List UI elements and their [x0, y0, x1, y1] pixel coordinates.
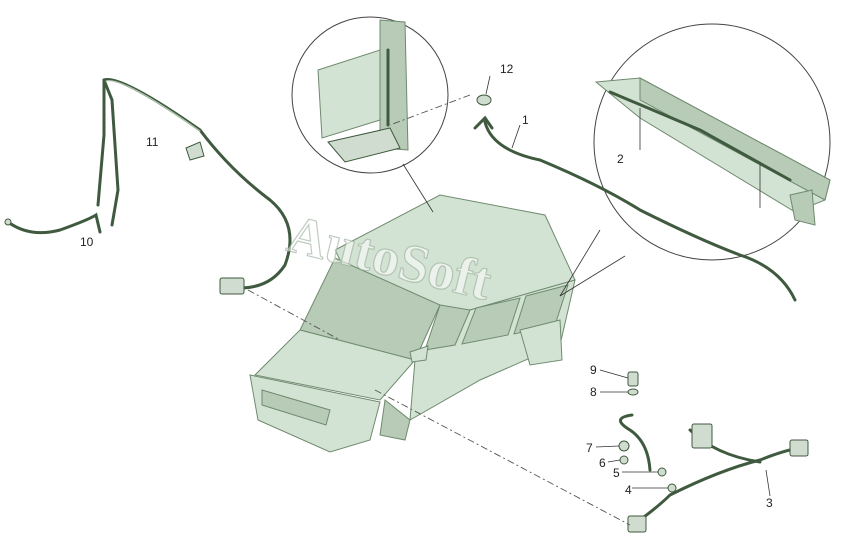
detail-view-pillar [291, 16, 449, 213]
callout-6: 6 [599, 456, 606, 470]
assembly-lines [247, 94, 631, 526]
callout-8: 8 [590, 385, 597, 399]
harness-3 [627, 423, 809, 533]
part-4-clip [667, 483, 677, 493]
harness-10 [4, 212, 102, 235]
callout-5: 5 [613, 466, 620, 480]
part-6-washer [619, 455, 629, 465]
callout-2: 2 [617, 152, 624, 166]
part-12-grommet [476, 75, 492, 106]
callout-1: 1 [522, 113, 529, 127]
part-8-washer [627, 388, 639, 396]
part-5-grommet [657, 467, 667, 477]
harness-11 [96, 77, 292, 295]
callout-3: 3 [766, 496, 773, 510]
harness-1 [473, 115, 797, 302]
small-parts-group [595, 369, 677, 493]
part-9-bolt [627, 371, 639, 387]
detail-view-roof-rail [559, 23, 831, 297]
part-7-nut [618, 440, 630, 452]
callout-10: 10 [80, 235, 94, 249]
callout-11: 11 [146, 135, 159, 149]
callout-12: 12 [500, 62, 514, 76]
callout-7: 7 [586, 441, 593, 455]
callout-9: 9 [590, 363, 597, 377]
vehicle-body [249, 194, 576, 453]
callout-labels: 1 2 3 4 5 6 7 8 9 10 11 12 [80, 62, 773, 510]
callout-4: 4 [625, 483, 632, 497]
